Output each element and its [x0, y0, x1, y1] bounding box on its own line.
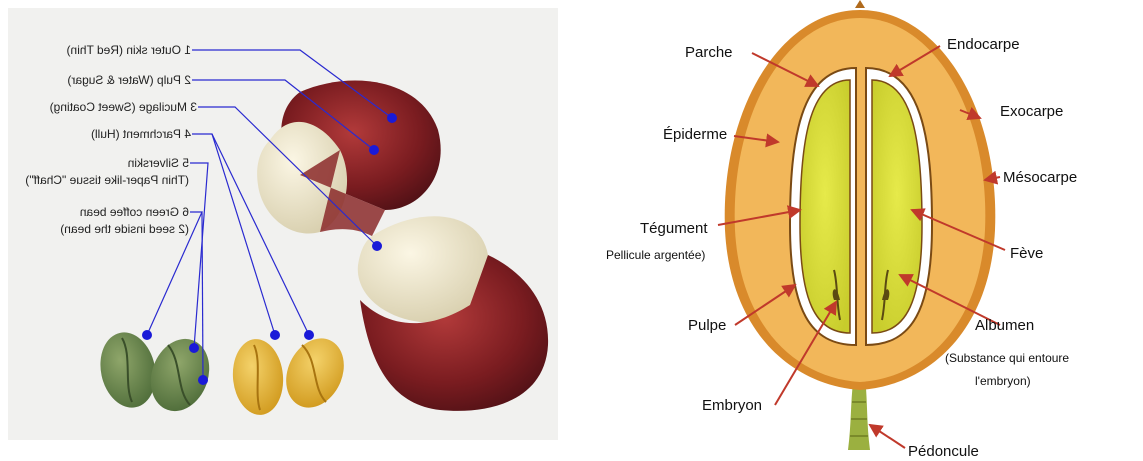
fruit-tip — [855, 0, 865, 8]
left-diagram-panel: 1 Outer skin (Red Thin) 2 Pulp (Water & … — [8, 8, 558, 440]
label-albumen-sub1: (Substance qui entoure — [945, 351, 1069, 365]
dot-parchment-2 — [304, 330, 314, 340]
dot-parchment-1 — [270, 330, 280, 340]
label-parchment: 4 Parchment (Hull) — [91, 127, 191, 141]
label-mucilage: 3 Mucilage (Sweet Coating) — [50, 100, 197, 114]
label-embryon: Embryon — [702, 397, 762, 414]
right-diagram-panel: Parche Endocarpe Exocarpe Épiderme Mésoc… — [606, 0, 1077, 460]
dot-silverskin — [189, 343, 199, 353]
label-albumen-sub2: l'embryon) — [975, 374, 1031, 388]
label-silverskin-sub: (Thin Paper-like tissue "Chaff") — [25, 173, 189, 187]
label-parche: Parche — [685, 44, 733, 61]
label-albumen: Albumen — [975, 317, 1034, 334]
label-green-bean: 6 Green coffee bean — [80, 205, 189, 219]
label-silverskin: 5 Silverskin — [128, 156, 189, 170]
label-endocarpe: Endocarpe — [947, 36, 1020, 53]
label-pedoncule: Pédoncule — [908, 443, 979, 460]
dot-green-bean-1 — [142, 330, 152, 340]
dot-green-bean-2 — [198, 375, 208, 385]
label-pulpe: Pulpe — [688, 317, 726, 334]
label-feve: Fève — [1010, 245, 1043, 262]
label-tegument-sub: Pellicule argentée) — [606, 248, 705, 262]
label-green-bean-sub: (2 seed inside the bean) — [60, 222, 189, 236]
label-tegument: Tégument — [640, 220, 708, 237]
arrow-pedoncule — [870, 425, 905, 448]
label-exocarpe: Exocarpe — [1000, 103, 1063, 120]
label-mesocarpe: Mésocarpe — [1003, 169, 1077, 186]
label-epiderme: Épiderme — [663, 126, 727, 143]
label-outer-skin: 1 Outer skin (Red Thin) — [67, 43, 192, 57]
dot-pulp — [369, 145, 379, 155]
dot-outer-skin — [387, 113, 397, 123]
label-pulp: 2 Pulp (Water & Sugar) — [67, 73, 191, 87]
dot-mucilage — [372, 241, 382, 251]
